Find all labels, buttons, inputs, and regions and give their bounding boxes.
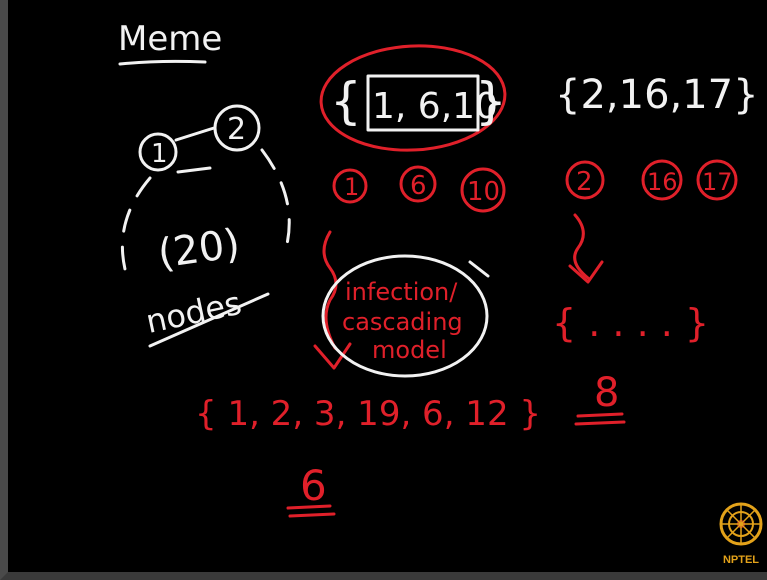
red-node-1-circle xyxy=(332,168,368,204)
model-line-1: infection/ xyxy=(345,278,458,306)
node-count: (20) xyxy=(155,221,243,278)
flow-arrowhead-left xyxy=(313,342,352,370)
node-1-circle xyxy=(138,132,178,172)
result-set-left: { 1, 2, 3, 19, 6, 12 } xyxy=(195,394,541,434)
meme-title: Meme xyxy=(118,19,222,59)
red-node-2-label: 2 xyxy=(576,167,593,197)
flow-squiggle-right xyxy=(573,213,590,280)
network-dash-short xyxy=(176,166,212,174)
seed-set-box xyxy=(366,74,480,132)
model-ring-arrow xyxy=(468,260,490,278)
red-node-16-circle xyxy=(641,159,683,201)
nptel-emblem-icon xyxy=(719,502,763,546)
result-count-left-underline xyxy=(286,504,336,518)
seed-set-close-brace: } xyxy=(475,72,507,130)
network-dashed-boundary xyxy=(120,148,291,282)
right-result-count-underline xyxy=(574,412,626,426)
meme-underline xyxy=(118,59,207,66)
red-node-2-circle xyxy=(565,160,605,200)
node-2-label: 2 xyxy=(227,112,246,147)
nodes-underline xyxy=(148,292,270,348)
red-node-1-label: 1 xyxy=(344,173,359,201)
right-result-set: { . . . . } xyxy=(552,301,709,345)
red-node-16-label: 16 xyxy=(647,168,678,196)
model-white-ring xyxy=(321,254,489,378)
red-node-17-circle xyxy=(696,159,738,201)
edge-1-2 xyxy=(174,126,216,142)
red-node-10-circle xyxy=(460,167,506,213)
right-result-count: 8 xyxy=(594,370,619,416)
red-node-6-label: 6 xyxy=(410,171,427,201)
nptel-logo-text: NPTEL xyxy=(722,554,760,566)
model-line-3: model xyxy=(372,336,447,364)
node-1-label: 1 xyxy=(151,139,168,169)
node-2-circle xyxy=(213,104,261,152)
result-count-left: 6 xyxy=(300,461,327,510)
flow-arrowhead-right xyxy=(568,260,604,284)
seed-set-red-ring xyxy=(319,44,507,152)
red-node-6-circle xyxy=(399,165,437,203)
nptel-logo: NPTEL xyxy=(719,500,763,566)
red-node-17-label: 17 xyxy=(702,168,733,196)
model-line-2: cascading xyxy=(342,308,463,336)
seed-set-items: 1, 6,10 xyxy=(372,86,498,127)
right-set: {2,16,17} xyxy=(555,72,759,118)
seed-set-open-brace: { xyxy=(330,72,362,130)
red-node-10-label: 10 xyxy=(467,177,500,207)
